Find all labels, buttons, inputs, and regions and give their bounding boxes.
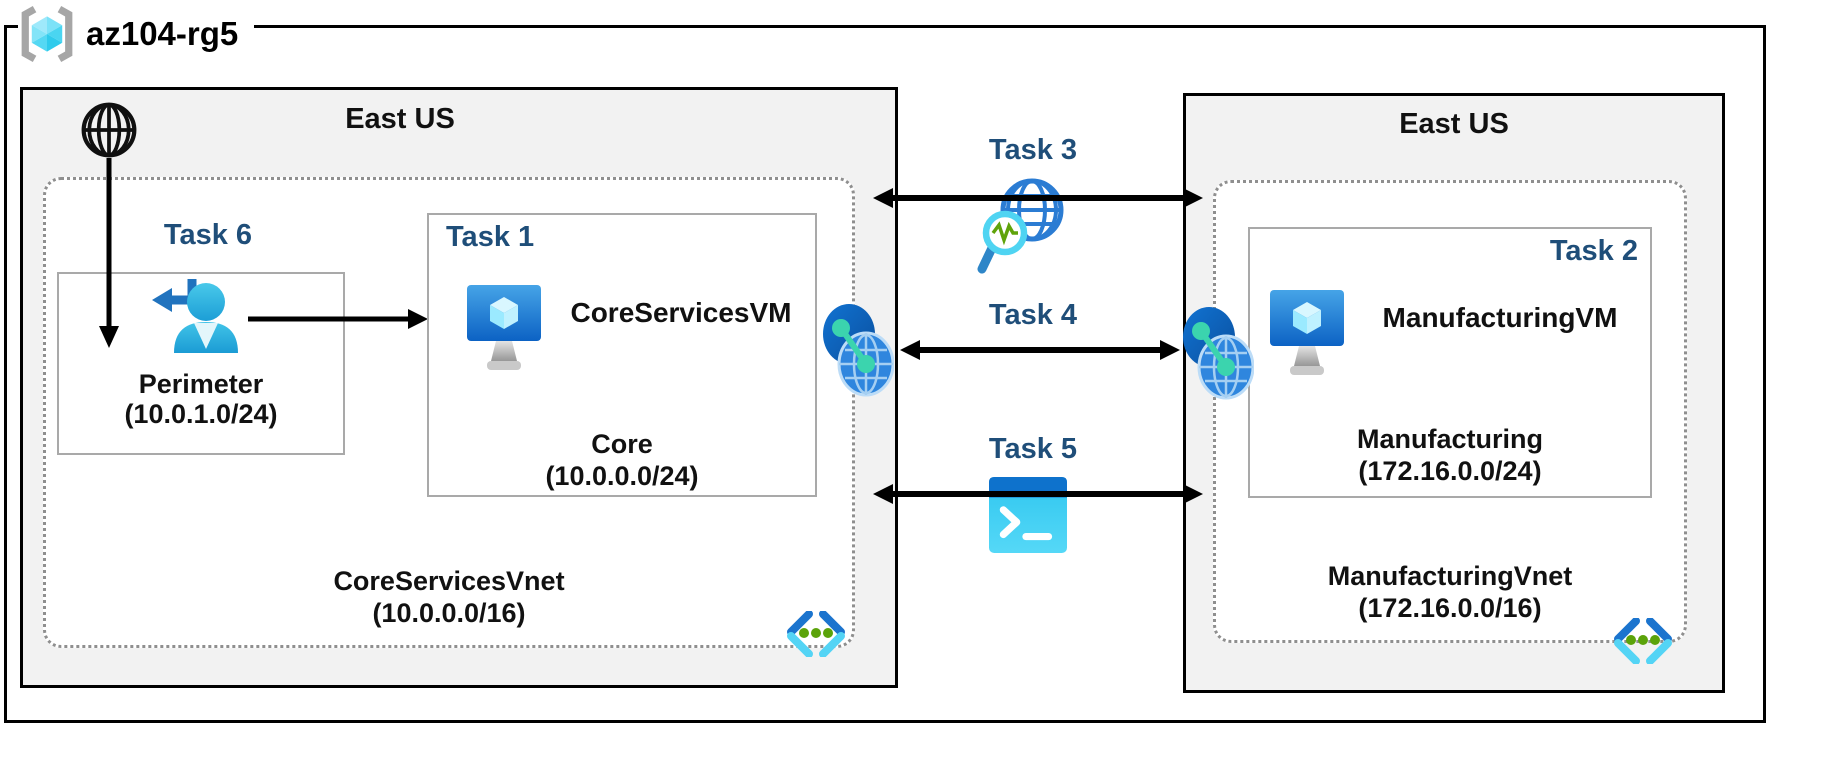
core-services-vm-label: CoreServicesVM bbox=[570, 297, 792, 328]
resource-group-border bbox=[4, 25, 1766, 723]
left-region-label: East US bbox=[345, 103, 455, 135]
manufacturing-vm-icon bbox=[1266, 288, 1348, 385]
task3-label: Task 3 bbox=[988, 134, 1078, 166]
vnet-peering-icon bbox=[1182, 306, 1254, 400]
perimeter-to-core-arrow bbox=[248, 307, 430, 331]
manufacturing-vnet-cidr: (172.16.0.0/16) bbox=[1358, 593, 1542, 623]
task5-connection-arrow bbox=[871, 481, 1205, 507]
resource-group-label: az104-rg5 bbox=[86, 15, 239, 52]
task3-connection-arrow bbox=[871, 185, 1205, 211]
core-vnet-cidr: (10.0.0.0/16) bbox=[372, 598, 526, 628]
internet-icon bbox=[79, 100, 139, 160]
internet-to-perimeter-arrow bbox=[98, 158, 120, 350]
task5-label: Task 5 bbox=[988, 433, 1078, 465]
right-region-label: East US bbox=[1399, 108, 1509, 140]
manufacturing-subnet-name: Manufacturing bbox=[1357, 424, 1543, 454]
task2-label: Task 2 bbox=[1549, 235, 1638, 267]
perimeter-subnet-name: Perimeter bbox=[138, 369, 264, 399]
sign-in-user-icon bbox=[148, 270, 240, 356]
task1-label: Task 1 bbox=[446, 221, 535, 253]
task4-label: Task 4 bbox=[988, 299, 1078, 331]
manufacturing-vm-label: ManufacturingVM bbox=[1382, 302, 1618, 333]
virtual-network-icon bbox=[1614, 618, 1672, 664]
manufacturing-vnet-name: ManufacturingVnet bbox=[1327, 561, 1573, 591]
core-vnet-name: CoreServicesVnet bbox=[333, 566, 565, 596]
task4-connection-arrow bbox=[898, 337, 1182, 363]
perimeter-subnet-cidr: (10.0.1.0/24) bbox=[124, 399, 278, 429]
vnet-peering-icon bbox=[822, 303, 894, 397]
task6-label: Task 6 bbox=[163, 219, 253, 251]
manufacturing-subnet-cidr: (172.16.0.0/24) bbox=[1358, 456, 1542, 486]
resource-group-header: az104-rg5 bbox=[18, 2, 255, 66]
core-services-vm-icon bbox=[463, 283, 545, 380]
core-subnet-box bbox=[427, 213, 817, 497]
core-subnet-cidr: (10.0.0.0/24) bbox=[545, 461, 699, 491]
resource-group-icon bbox=[18, 5, 76, 63]
core-subnet-name: Core bbox=[591, 429, 653, 459]
virtual-network-icon bbox=[787, 611, 845, 657]
